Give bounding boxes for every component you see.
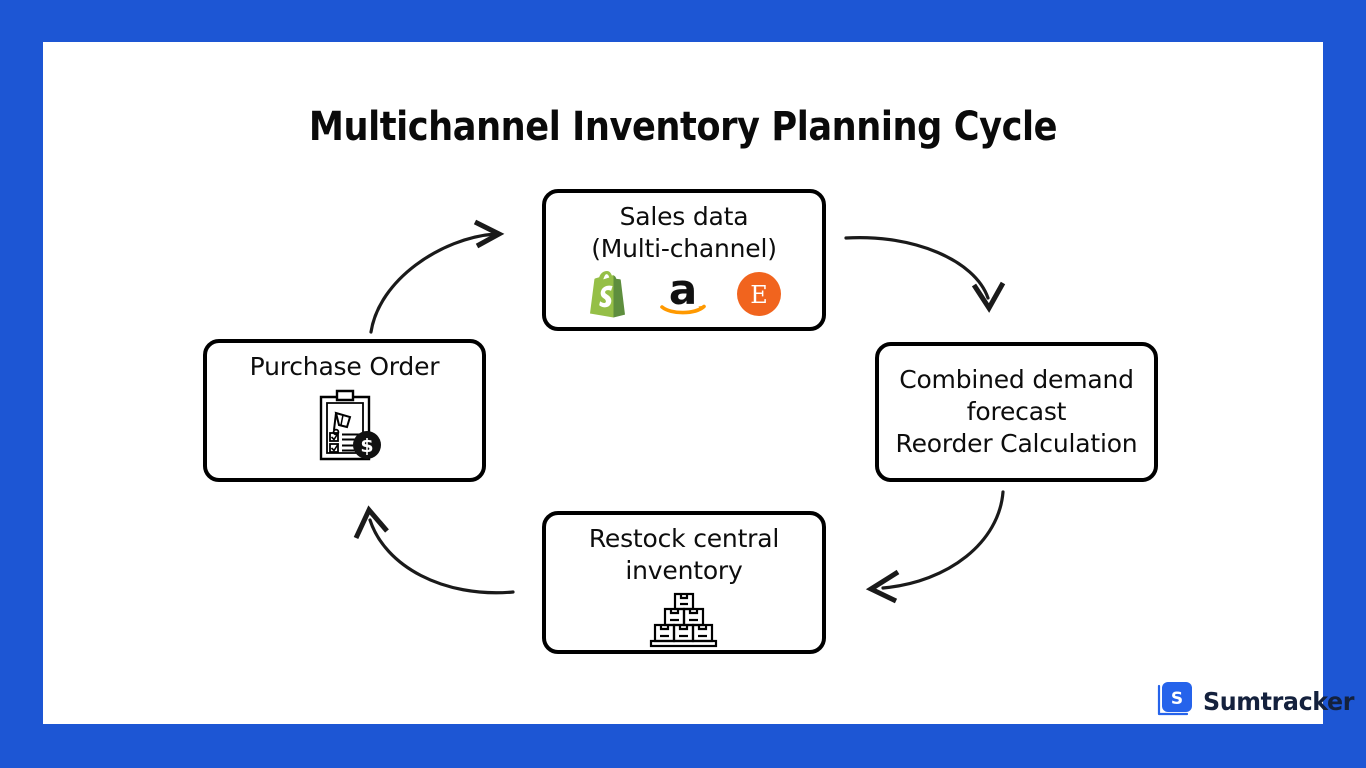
- node-sales-data-label: Sales data (Multi-channel): [591, 202, 777, 263]
- svg-text:S: S: [1171, 689, 1183, 709]
- svg-text:$: $: [360, 435, 373, 457]
- arrow-forecast-to-restock: [865, 490, 1005, 604]
- etsy-logo-icon: E: [735, 270, 783, 323]
- channel-logos: a E: [585, 265, 783, 324]
- node-combined-demand-forecast-label: Combined demand forecast Reorder Calcula…: [895, 365, 1138, 458]
- node-restock-central-inventory-label: Restock central inventory: [588, 524, 780, 585]
- node-combined-demand-forecast[interactable]: Combined demand forecast Reorder Calcula…: [875, 342, 1158, 482]
- arrow-sales-to-forecast: [844, 235, 1006, 313]
- svg-text:E: E: [750, 281, 768, 309]
- purchase-order-icon-row: $: [305, 387, 385, 470]
- node-restock-central-inventory[interactable]: Restock central inventory: [542, 511, 826, 654]
- sumtracker-mark-icon: S: [1157, 681, 1193, 722]
- slide-white-card: Multichannel Inventory Planning Cycle: [43, 42, 1354, 724]
- arrow-restock-to-purchase-order: [353, 505, 515, 595]
- shopify-logo-icon: [585, 269, 631, 324]
- sumtracker-logo: S Sumtracker: [1157, 681, 1362, 722]
- stacked-boxes-icon: [645, 591, 723, 654]
- node-purchase-order[interactable]: Purchase Order: [203, 339, 486, 482]
- amazon-logo-icon: a: [657, 265, 709, 324]
- node-purchase-order-label: Purchase Order: [249, 352, 440, 381]
- sumtracker-wordmark: Sumtracker: [1203, 687, 1355, 716]
- clipboard-dollar-icon: $: [305, 387, 385, 470]
- arrow-purchase-order-to-sales: [369, 219, 505, 334]
- page-title: Multichannel Inventory Planning Cycle: [308, 104, 1058, 150]
- svg-text:a: a: [669, 269, 697, 314]
- restock-icon-row: [645, 591, 723, 654]
- node-sales-data[interactable]: Sales data (Multi-channel) a: [542, 189, 826, 331]
